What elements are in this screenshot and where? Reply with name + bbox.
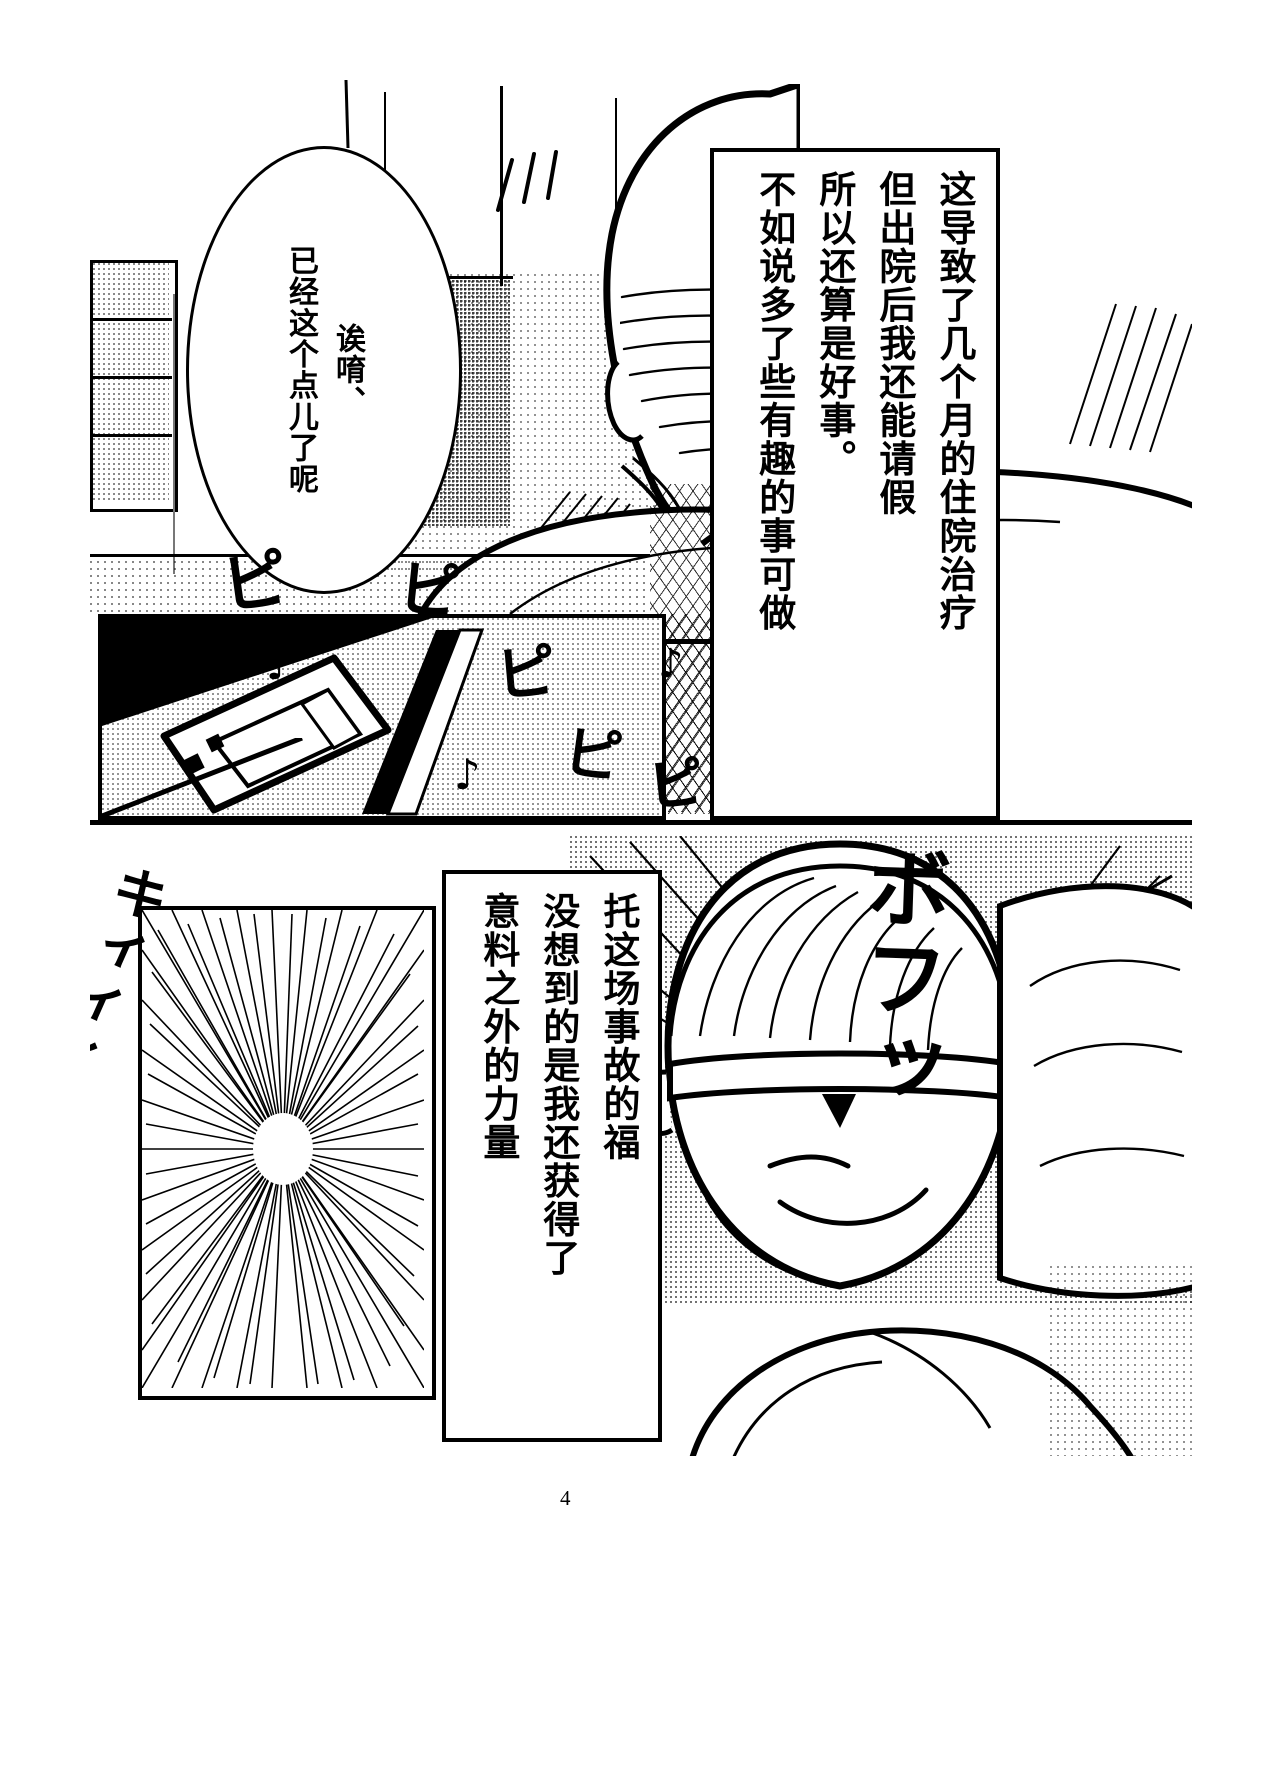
sfx-note-2: ♪: [454, 750, 481, 799]
sfx-bofu: ボフッ: [842, 842, 952, 1115]
sfx-note-1: ♪: [266, 640, 293, 689]
caption2-line-3: 意料之外的力量: [476, 892, 520, 1162]
caption-line-2: 但出院后我还能请假: [872, 170, 916, 517]
cabinet-shelf-1: [90, 318, 172, 321]
caption-line-4: 不如说多了些有趣的事可做: [752, 170, 796, 632]
caption-line-1: 这导致了几个月的住院治疗: [933, 170, 976, 632]
burst-inset-panel: [138, 906, 436, 1400]
sfx-pi-1: ピ: [216, 539, 293, 626]
caption-line-3: 所以还算是好事。: [812, 170, 856, 478]
caption2-line-2: 没想到的是我还获得了: [536, 892, 580, 1277]
sfx-pi-3: ピ: [493, 636, 559, 712]
sfx-pi-2: ピ: [394, 550, 464, 631]
tray-edge: [102, 738, 303, 816]
caption-hospitalization: 这导致了几个月的住院治疗 但出院后我还能请假 所以还算是好事。 不如说多了些有趣…: [710, 148, 1000, 820]
cabinet-shelf-3: [90, 434, 172, 437]
character-body: [689, 1327, 1134, 1456]
panel-1-bottom-border: [90, 820, 1192, 825]
bedding-hatch: [1069, 303, 1192, 453]
sfx-pi-5: ピ: [644, 750, 708, 820]
monitor-inset-panel: [98, 614, 666, 820]
wall-cabinet-tone: [93, 263, 169, 503]
burst-radial-lines: [142, 910, 424, 1388]
caption-power: 托这场事故的福 没想到的是我还获得了 意料之外的力量: [442, 870, 662, 1442]
sfx-note-3: ♪: [658, 641, 684, 687]
cabinet-side-post: [173, 294, 175, 574]
page-number: 4: [560, 1486, 571, 1510]
curtain-rail-3: [615, 98, 617, 268]
panel-1: 诶唷、 已经这个点儿了呢 ピ ピ ピ ピ ピ ♪ ♪ ♪ ♪ 这导致了几个月的住…: [90, 14, 1192, 820]
panel-2: 托这场事故的福 没想到的是我还获得了 意料之外的力量 ボフッ キィィィィィィィィ: [90, 836, 1192, 1456]
sfx-pi-4: ピ: [559, 717, 627, 793]
caption2-line-1: 托这场事故的福: [597, 892, 640, 1162]
impact-ticks: [496, 150, 558, 212]
bubble-oyoo: 诶唷、 已经这个点儿了呢: [186, 146, 462, 594]
shoulder-tone: [1050, 1266, 1192, 1456]
monitor-panel-shadow-wedge: [102, 618, 432, 726]
curtain-rail-2: [500, 86, 503, 286]
bubble-line-1: 诶唷、: [330, 323, 365, 417]
bubble-line-2: 已经这个点儿了呢: [283, 245, 318, 495]
bubble-tail: [344, 79, 350, 149]
cabinet-shelf-2: [90, 376, 172, 379]
device-cable: [362, 628, 485, 816]
